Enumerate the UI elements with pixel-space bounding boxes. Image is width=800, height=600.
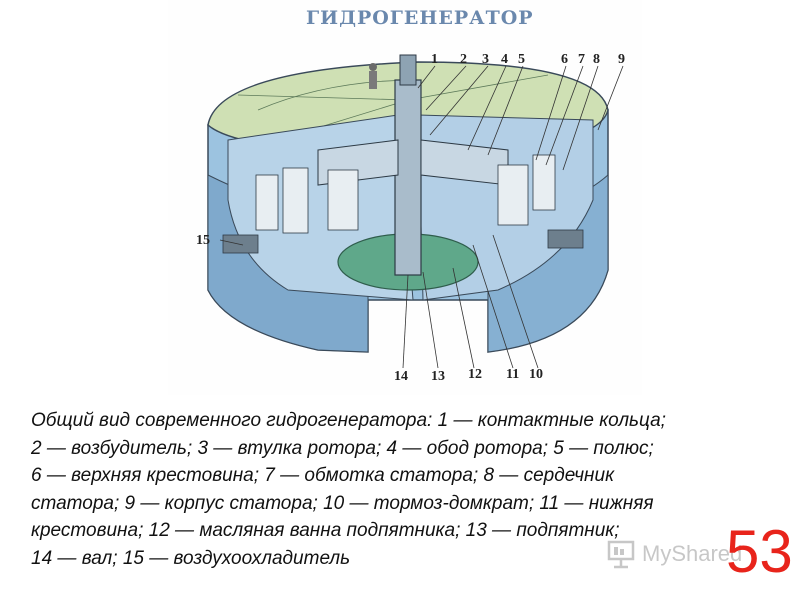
page-number: 53 xyxy=(726,518,793,585)
callout-9: 9 xyxy=(618,52,625,67)
callout-7: 7 xyxy=(578,52,585,67)
watermark: MyShared xyxy=(606,536,766,572)
caption-line-1: Общий вид современного гидрогенератора: … xyxy=(31,410,666,431)
person-figure xyxy=(369,63,377,89)
exciter-shape xyxy=(399,54,417,86)
callout-1: 1 xyxy=(431,52,438,67)
caption-line-3: 6 — верхняя крестовина; 7 — обмотка стат… xyxy=(31,465,615,486)
callout-leader-lines xyxy=(219,65,624,369)
callout-6: 6 xyxy=(561,52,568,67)
caption-line-6: 14 — вал; 15 — воздухоохладитель xyxy=(31,547,351,569)
callout-4: 4 xyxy=(501,52,508,67)
callout-12: 12 xyxy=(468,367,482,382)
figure-title: ГИДРОГЕНЕРАТОР xyxy=(306,7,534,29)
stator-winding-blocks xyxy=(255,154,556,234)
watermark-text: MyShared xyxy=(642,541,743,566)
callout-14: 14 xyxy=(394,369,408,384)
callout-3: 3 xyxy=(482,52,489,67)
callout-5: 5 xyxy=(518,52,525,67)
caption-line-4: статора; 9 — корпус статора; 10 — тормоз… xyxy=(31,492,654,514)
hydrogenerator-figure: ГИДРОГЕНЕРАТОР 1 2 3 4 5 6 7 8 9 10 11 1… xyxy=(168,0,642,395)
callout-10: 10 xyxy=(529,367,543,382)
air-cooler-grills xyxy=(222,229,584,254)
callout-8: 8 xyxy=(593,52,600,67)
callout-11: 11 xyxy=(506,367,520,382)
callout-13: 13 xyxy=(431,369,445,384)
hydrogenerator-cutaway-illustration xyxy=(207,54,624,369)
figure-caption: Общий вид современного гидрогенератора: … xyxy=(31,407,771,572)
shaft-shape xyxy=(394,79,422,276)
caption-line-5: крестовина; 12 — масляная ванна подпятни… xyxy=(31,520,620,541)
presentation-board-icon xyxy=(607,540,635,569)
caption-line-2: 2 — возбудитель; 3 — втулка ротора; 4 — … xyxy=(31,437,654,459)
callout-2: 2 xyxy=(460,52,467,67)
callout-15: 15 xyxy=(196,233,210,248)
